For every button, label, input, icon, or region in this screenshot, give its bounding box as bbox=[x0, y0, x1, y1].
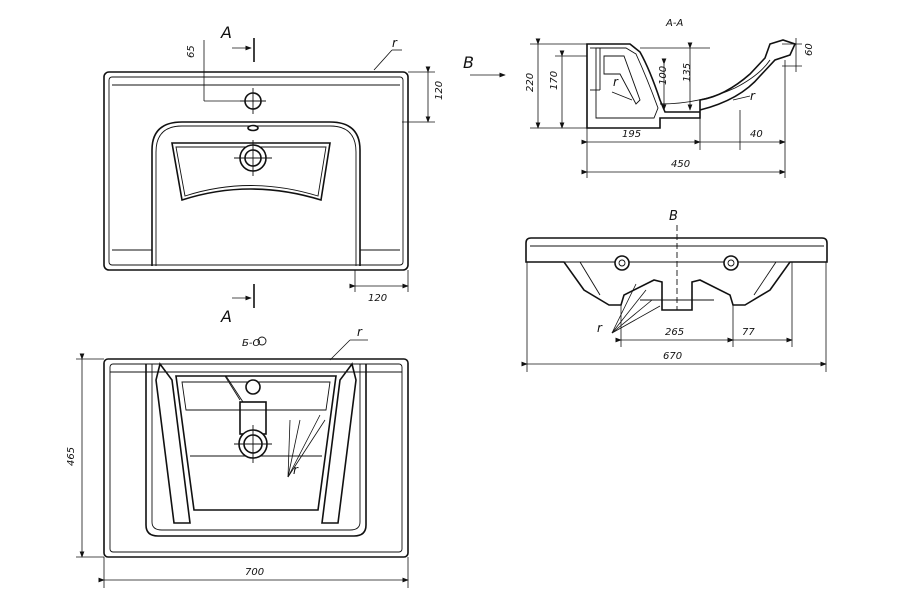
top-basin-edge bbox=[151, 121, 361, 266]
dim-120-bottom: 120 bbox=[368, 293, 387, 304]
radius-label-top: r bbox=[392, 36, 398, 50]
top-outline bbox=[103, 71, 409, 271]
radius-label-section-right: r bbox=[750, 89, 756, 103]
dim-465: 465 bbox=[66, 447, 77, 466]
bottom-frame bbox=[145, 364, 367, 537]
section-body bbox=[586, 39, 797, 129]
bottom-basin bbox=[175, 375, 337, 511]
dim-265: 265 bbox=[665, 327, 684, 338]
view-arrow-b: B bbox=[463, 53, 506, 78]
bottom-tap-hole bbox=[245, 379, 261, 395]
dim-40: 40 bbox=[750, 129, 763, 140]
dim-60: 60 bbox=[804, 43, 815, 56]
view-b-label: B bbox=[463, 53, 474, 72]
top-bowl bbox=[171, 142, 331, 202]
front-view: B r 265 77 670 bbox=[521, 209, 828, 372]
dim-77: 77 bbox=[742, 327, 755, 338]
radius-label-bottom-top: r bbox=[357, 325, 363, 339]
front-outline bbox=[525, 237, 828, 311]
dim-220: 220 bbox=[525, 73, 536, 92]
top-rim bbox=[108, 76, 404, 266]
radius-label-bottom: r bbox=[293, 463, 299, 477]
front-view-b-label: B bbox=[669, 209, 678, 224]
section-a-bottom-label: A bbox=[220, 307, 232, 326]
section-title: A-A bbox=[665, 18, 683, 29]
dim-120-right: 120 bbox=[434, 81, 445, 100]
overflow-hole bbox=[247, 124, 259, 132]
dim-100: 100 bbox=[658, 66, 669, 85]
radius-label-section-left: r bbox=[613, 75, 619, 89]
bottom-view-label: Б-О bbox=[242, 338, 260, 349]
dim-135: 135 bbox=[682, 63, 693, 82]
front-hole-right bbox=[723, 255, 739, 271]
bottom-outline bbox=[103, 358, 409, 558]
top-view: A A 65 120 120 r bbox=[103, 23, 445, 326]
dim-700: 700 bbox=[245, 567, 264, 578]
dim-170: 170 bbox=[549, 71, 560, 90]
dim-65: 65 bbox=[186, 45, 197, 58]
bottom-view: Б-О r r bbox=[66, 325, 409, 588]
bottom-leg-right bbox=[321, 362, 357, 524]
section-view: A-A 220 170 100 135 60 195 bbox=[525, 18, 815, 178]
radius-label-front: r bbox=[597, 321, 603, 335]
section-a-top-label: A bbox=[220, 23, 232, 42]
dim-450: 450 bbox=[671, 159, 690, 170]
bottom-leg-left bbox=[155, 362, 191, 524]
dim-670: 670 bbox=[663, 351, 682, 362]
front-hole-left bbox=[614, 255, 630, 271]
dim-195: 195 bbox=[622, 129, 641, 140]
